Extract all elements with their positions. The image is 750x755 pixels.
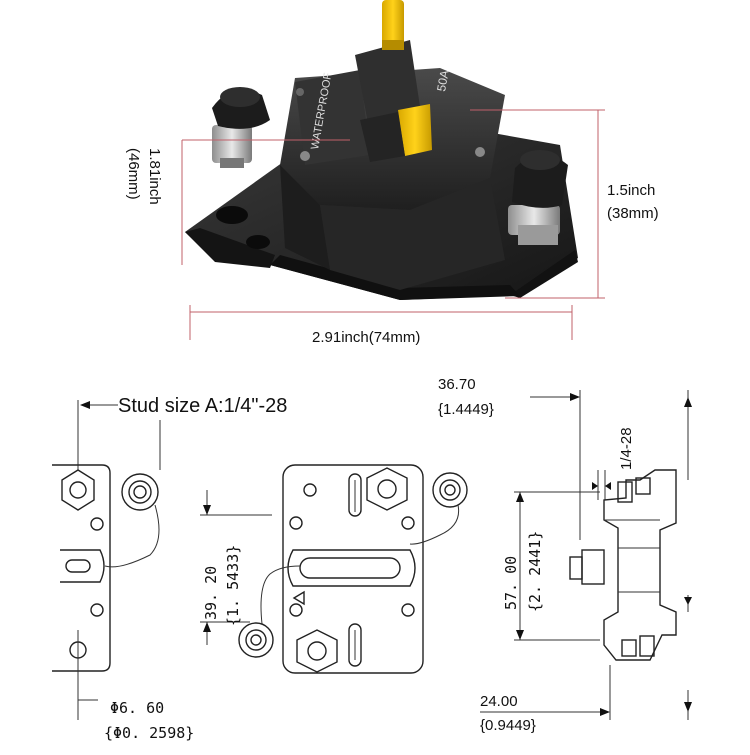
hole-dia-label: Φ6. 60 [110,699,164,717]
height-mm-label: (46mm) [125,148,142,200]
side-label: 1.5inch [607,182,655,199]
right-mid-dim-label: 57. 00 [502,556,520,610]
width-label: 2.91inch(74mm) [312,329,420,346]
hole-dia-in-label: {Φ0. 2598} [104,724,194,742]
right-bottom-dim-label: 24.00 [480,693,518,710]
stud-size-label: Stud size A:1/4"-28 [118,395,287,417]
front-view: 39. 20 {1. 5433} [200,464,468,674]
left-stud [212,87,270,168]
thread-label: 1/4-28 [618,427,635,470]
reset-lever [355,0,432,162]
right-mid-dim-in-label: {2. 2441} [526,531,544,612]
technical-drawing: Stud size A:1/4"-28 Φ6. 60 {Φ0. 2598} [52,376,692,742]
height-label: 1.81inch [146,148,163,205]
side-mm-label: (38mm) [607,205,659,222]
breaker-photo: WATERPROOF 50A 1.81inch [125,0,659,346]
right-top-dim-in-label: {1.4449} [438,401,494,418]
right-bottom-dim-in-label: {0.9449} [480,717,536,734]
mid-dim-label: 39. 20 [202,566,220,620]
right-stud [508,150,568,245]
right-top-dim-label: 36.70 [438,376,476,393]
left-view: Φ6. 60 {Φ0. 2598} [52,464,194,742]
side-view: 36.70 {1.4449} 1/4-28 [438,376,692,734]
rating-text: 50A [434,69,451,92]
mid-dim-in-label: {1. 5433} [224,545,242,626]
